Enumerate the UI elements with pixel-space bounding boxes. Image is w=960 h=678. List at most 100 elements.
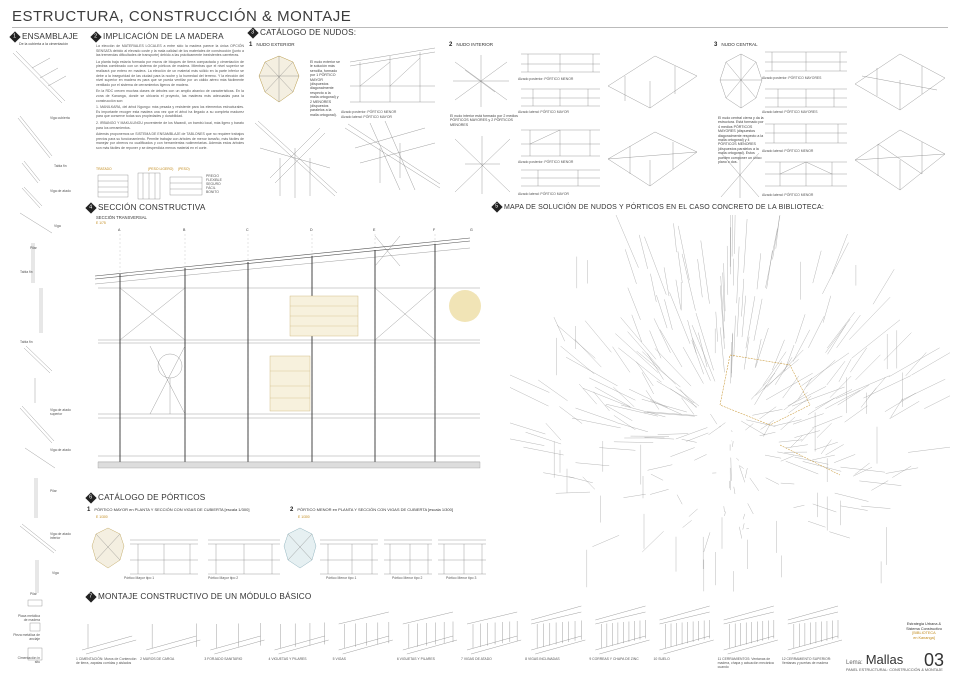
montaje-step-drawing [787,605,843,655]
mesh-line [825,390,861,409]
mesh-line [695,313,714,371]
section-porticos-title: CATÁLOGO DE PÓRTICOS [98,493,206,502]
mesh-line [766,349,804,388]
nudo-3-elevation-2 [762,84,850,110]
mesh-line [734,215,736,254]
mesh-line [801,427,814,442]
mesh-line [755,359,799,396]
mesh-line [557,324,596,359]
label-tabla-fin-2: Tabla fin [20,270,33,274]
mesh-line [523,446,564,456]
mesh-line [692,338,711,381]
mesh-line [741,295,746,338]
mesh-line [623,494,646,498]
mesh-line [545,423,562,441]
mesh-line [808,397,835,415]
mesh-line [834,492,869,502]
mesh-line [642,351,676,385]
mesh-line [510,387,549,407]
mesh-line [801,352,850,386]
mesh-line [654,348,692,387]
mesh-line [883,332,912,361]
mesh-line [676,494,683,505]
mesh-line [644,236,667,295]
mesh-line [736,297,740,337]
mesh-line [794,456,829,465]
mesh-line [681,439,697,443]
mesh-line [816,423,832,438]
nudo-3-elevation-3 [762,118,850,146]
madera-paragraph-3: En la RDC crecen muchas clases de árbole… [96,89,244,103]
mesh-line [759,432,776,436]
mesh-line [825,319,851,353]
mesh-line [731,332,733,374]
mesh-line [749,477,759,491]
nudo-2-caption-1: Alzado posterior: PÓRTICO MENOR [518,77,574,81]
nudo-3-caption-2: Alzado lateral: PÓRTICO MAYORES [762,110,818,114]
mesh-line [890,398,903,418]
mesh-line [653,318,671,353]
montaje-step-caption: 5 VIGAS [332,657,346,661]
mesh-line [787,386,827,407]
mesh-line [780,416,796,431]
mesh-line [613,386,635,407]
nudo-2-caption-3: Alzado posterior: PÓRTICO MENOR [518,160,574,164]
mesh-line [650,473,664,481]
mesh-line [694,454,707,461]
nudo-1-axonometric [340,118,445,193]
mesh-line [641,372,654,395]
mesh-line [703,532,711,552]
mapa-svg [510,215,950,592]
title-rule [12,27,948,28]
mesh-line [760,420,774,430]
mesh-line [736,246,740,304]
mesh-line [664,299,673,330]
mesh-line [642,531,664,553]
mesh-line [675,386,699,407]
nudo-3-caption-4: Alzado lateral: PÓRTICO MENOR [762,193,814,197]
montaje-step-drawing [659,605,714,655]
mesh-line [825,444,844,456]
mesh-line [670,447,695,457]
section-montaje-header: 7 MONTAJE CONSTRUCTIVO DE UN MÓDULO BÁSI… [85,590,311,603]
mesh-line [764,454,782,459]
mesh-line [739,526,742,539]
mesh-line [678,225,690,281]
mesh-line [605,404,633,421]
montaje-step-caption: 2 MUROS DE CARGA [140,657,175,661]
mesh-line [582,476,595,490]
nudo-3-caption-3: Alzado lateral: PÓRTICO MENOR [762,149,814,153]
mesh-line [727,245,728,295]
nudo-3-elevation-4 [762,156,850,190]
page-title: ESTRUCTURA, CONSTRUCCIÓN & MONTAJE [12,8,352,25]
mesh-line [560,345,595,374]
mesh-line [840,505,868,511]
montaje-step-caption: 1 CIMENTACIÓN: Muros de Contención de ti… [76,657,137,665]
montaje-step-caption: 7 VIGAS DE ATADO [461,657,492,661]
portico-2-caption-3: Pórtico Menor tipo 3 [446,576,477,580]
mesh-line [822,295,831,323]
mesh-line [780,455,794,462]
mesh-line [612,346,631,373]
axis-label-c: C [246,228,249,232]
nudo-1-header: 1 NUDO EXTERIOR [249,42,295,48]
mesh-line [615,215,639,268]
mesh-line [510,422,546,435]
label-viga-atado-inferior: Viga de atado inferior [50,532,71,540]
nudo-1-number: 1 [249,42,253,48]
mesh-line [736,458,740,461]
mesh-line [641,399,687,413]
mesh-line [871,480,889,491]
section-ensamblaje-header: 1 ENSAMBLAJE [9,30,78,43]
mesh-line [620,317,657,360]
nudo-2-description: El nudo interior está formado por 2 medi… [450,114,518,127]
badge-line-1: Estrategia Urbana & [906,622,942,626]
section-number-badge: 2 [90,30,102,43]
mesh-line [686,432,709,442]
label-viga-2: Viga [52,571,59,575]
montaje-step-drawing [402,611,458,655]
mesh-line [827,312,855,349]
badge-line-4: en Kananga] [913,635,935,640]
montaje-steps-drawing [76,600,846,658]
label-pilar: Pilar [30,246,37,250]
